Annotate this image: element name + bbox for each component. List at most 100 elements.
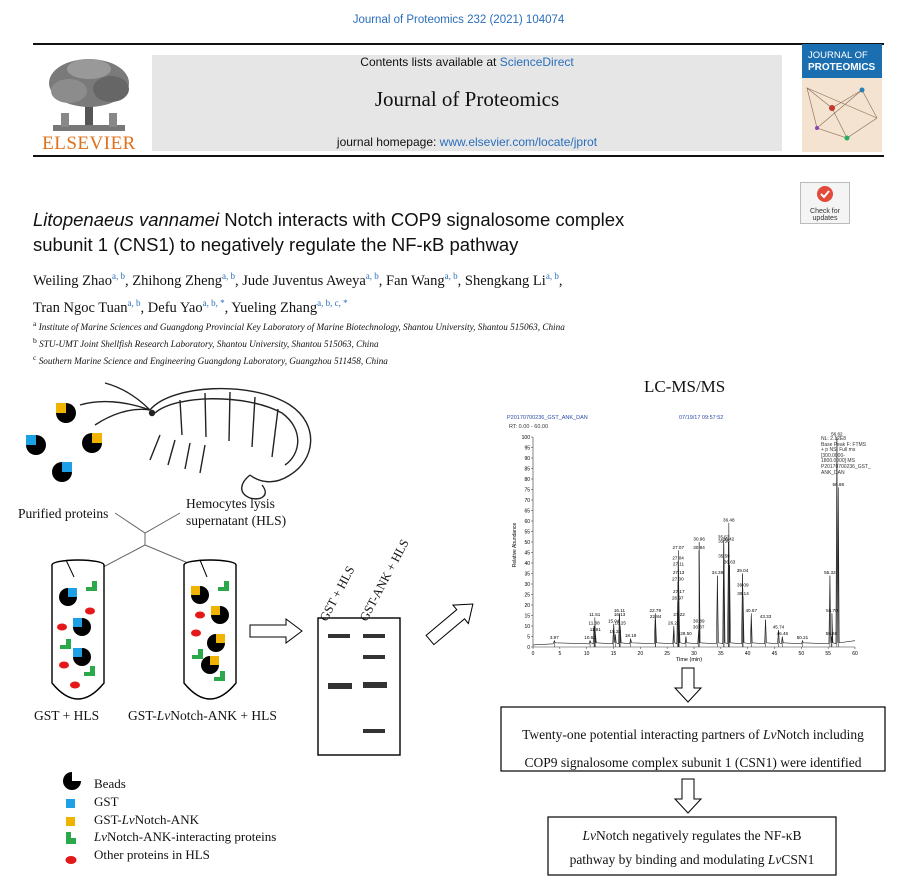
x-tick-label: 0 — [532, 651, 535, 657]
x-tick-label: 40 — [745, 651, 751, 657]
tube-gst-ank-hls — [183, 559, 237, 700]
peak-label: 28.50 — [680, 631, 692, 636]
chromatogram-info: NL: 2.12E8 Base Peak F: FTMS + p NSI Ful… — [821, 436, 871, 476]
y-tick-label: 40 — [524, 561, 530, 567]
gst-icon — [66, 799, 75, 808]
peak-label: 56.62 — [831, 432, 843, 437]
publisher-name: ELSEVIER — [42, 133, 136, 154]
x-tick-label: 30 — [691, 651, 697, 657]
x-tick-label: 10 — [584, 651, 590, 657]
peak-label: 10.63 — [584, 635, 596, 640]
tube2-label: GST-LvNotch-ANK + HLS — [128, 708, 277, 723]
peak-label: 34.38 — [712, 570, 724, 575]
legend-interacting: LvNotch-ANK-interacting proteins — [94, 829, 277, 845]
y-tick-label: 90 — [524, 456, 530, 462]
peak-label: 35.53 — [718, 534, 730, 539]
y-tick-label: 20 — [524, 603, 530, 609]
legend-icons — [63, 772, 81, 864]
title-species: Litopenaeus vannamei — [33, 209, 220, 230]
affiliations: a Institute of Marine Sciences and Guang… — [33, 317, 565, 368]
chromatogram-ylabel: Relative Abundance — [512, 523, 518, 568]
peak-label: 16.13 — [614, 612, 626, 617]
peak-label: 39.09 — [737, 583, 749, 588]
tube1-label: GST + HLS — [34, 708, 100, 723]
y-tick-label: 75 — [524, 487, 530, 493]
peak-label: 46.46 — [777, 631, 789, 636]
purified-proteins-icon — [26, 403, 102, 482]
author[interactable]: Shengkang Lia, b — [464, 271, 559, 289]
y-tick-label: 50 — [524, 540, 530, 546]
author[interactable]: Fan Wanga, b — [386, 271, 458, 289]
y-tick-label: 70 — [524, 498, 530, 504]
peak-label: 15.04 — [608, 618, 620, 623]
y-tick-label: 80 — [524, 477, 530, 483]
result-box-2-text: LvNotch negatively regulates the NF-κB p… — [569, 828, 815, 867]
chromatogram-xlabel: Time (min) — [676, 657, 702, 663]
peak-label: 45.74 — [773, 625, 785, 630]
journal-homepage: journal homepage: www.elsevier.com/locat… — [336, 135, 598, 149]
peak-label: 55.70 — [826, 608, 838, 613]
legend-gst: GST — [94, 793, 119, 809]
chromatogram-file: P20170700236_GST_ANK_DAN — [507, 415, 588, 421]
y-tick-label: 5 — [527, 634, 530, 640]
author[interactable]: Tran Ngoc Tuana, b — [33, 297, 141, 316]
elsevier-logo: ELSEVIER — [33, 55, 145, 154]
author-line-2: Tran Ngoc Tuana, b, Defu Yaoa, b, *, Yue… — [33, 297, 348, 316]
x-tick-label: 35 — [718, 651, 724, 657]
chromatogram-date: 07/19/17 09:57:52 — [679, 415, 724, 421]
peak-label: 40.67 — [746, 608, 758, 613]
peak-label: 15.33 — [610, 629, 622, 634]
peak-label: 55.60 — [826, 631, 838, 636]
homepage-link[interactable]: www.elsevier.com/locate/jprot — [439, 135, 598, 149]
author[interactable]: Zhihong Zhenga, b — [132, 271, 236, 289]
graphical-abstract-drawing — [26, 382, 886, 876]
author[interactable]: Yueling Zhanga, b, c, * — [231, 297, 348, 316]
header-top-rule — [33, 43, 884, 45]
y-tick-label: 35 — [524, 571, 530, 577]
x-tick-label: 60 — [852, 651, 858, 657]
sciencedirect-link[interactable]: ScienceDirect — [499, 55, 574, 69]
peak-label: 16.11 — [614, 608, 626, 613]
x-tick-label: 50 — [799, 651, 805, 657]
peak-label: 16.25 — [614, 621, 626, 626]
peak-label: 56.88 — [833, 482, 845, 487]
peak-label: 43.33 — [760, 614, 772, 619]
peak-label: 39.04 — [737, 568, 749, 573]
peak-label: 36.48 — [723, 518, 735, 523]
y-tick-label: 85 — [524, 466, 530, 472]
y-tick-label: 25 — [524, 592, 530, 598]
arrow-diagonal-icon — [425, 603, 474, 646]
check-for-updates-button[interactable]: Check for updates — [800, 182, 850, 224]
chromatogram-panel: P20170700236_GST_ANK_DAN 07/19/17 09:57:… — [503, 415, 871, 663]
ank-icon — [66, 817, 75, 826]
tube-gst-hls — [51, 559, 105, 700]
other-protein-icon — [65, 856, 77, 864]
x-tick-label: 5 — [558, 651, 561, 657]
peak-label: 18.19 — [625, 633, 637, 638]
journal-name: Journal of Proteomics — [374, 87, 560, 111]
legend: Beads GST GST-LvNotch-ANK LvNotch-ANK-in… — [94, 775, 276, 864]
y-tick-label: 95 — [524, 445, 530, 451]
legend-other: Other proteins in HLS — [94, 847, 210, 863]
author[interactable]: Weiling Zhaoa, b — [33, 271, 125, 289]
peak-label: 39.14 — [737, 591, 749, 596]
chromatogram-plot: 0510152025303540455055606570758085909510… — [512, 432, 858, 664]
elsevier-tree-icon — [33, 55, 145, 153]
x-tick-label: 55 — [825, 651, 831, 657]
peak-label: 36.63 — [724, 560, 736, 565]
peak-label: 22.84 — [650, 614, 662, 619]
affiliation: c Southern Marine Science and Engineerin… — [33, 353, 388, 367]
lcms-title: LC-MS/MS — [644, 377, 726, 396]
interacting-protein-icon — [66, 832, 76, 844]
result-box-2 — [547, 816, 837, 876]
author[interactable]: Jude Juventus Aweyaa, b — [242, 271, 379, 289]
author[interactable]: Defu Yaoa, b, * — [147, 297, 225, 316]
y-tick-label: 55 — [524, 529, 530, 535]
y-tick-label: 60 — [524, 519, 530, 525]
x-tick-label: 45 — [772, 651, 778, 657]
x-tick-label: 20 — [638, 651, 644, 657]
peak-label: 27.11 — [673, 562, 685, 567]
peak-label: 11.51 — [589, 612, 601, 617]
peak-label: 30.96 — [693, 537, 705, 542]
chromatogram-range: RT: 0.00 - 60.00 — [509, 424, 549, 430]
